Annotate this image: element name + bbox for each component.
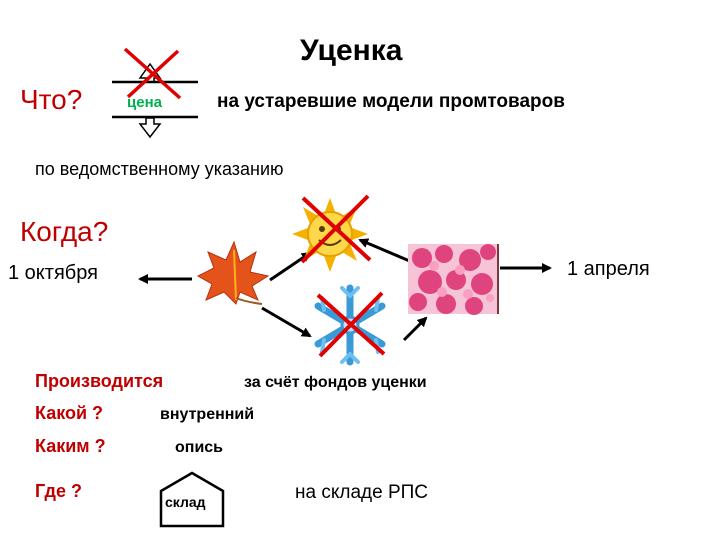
sun-cross-icon: [300, 194, 372, 264]
price-cross-icon: [123, 47, 182, 100]
autumn-leaf-icon: [196, 240, 270, 305]
how-value: опись: [175, 439, 224, 456]
kind-value: внутренний: [160, 406, 255, 423]
kind-label: Какой ?: [35, 403, 104, 423]
where-value: на складе РПС: [295, 482, 428, 503]
question-what: Что?: [20, 84, 83, 115]
by-dept-text: по ведомственному указанию: [35, 159, 284, 179]
date-october: 1 октября: [8, 262, 98, 284]
how-label: Каким ?: [35, 436, 106, 456]
where-label: Где ?: [35, 481, 82, 501]
question-when: Когда?: [20, 216, 109, 247]
blossom-icon: [408, 244, 499, 315]
arrow-blossom-to-sun: [358, 238, 413, 264]
warehouse-shape: [159, 471, 225, 528]
models-text: на устаревшие модели промтоваров: [217, 91, 565, 112]
snowflake-cross-icon: [316, 291, 386, 358]
price-down-arrow-icon: [138, 117, 162, 139]
page-title: Уценка: [300, 34, 403, 67]
produced-label: Производится: [35, 371, 164, 391]
arrow-leaf-to-sun: [269, 251, 312, 282]
price-label: цена: [127, 94, 162, 111]
produced-value: за счёт фондов уценки: [244, 374, 427, 391]
date-april: 1 апреля: [567, 258, 650, 280]
arrow-leaf-to-snow: [261, 306, 312, 338]
arrow-snow-to-blossom: [402, 316, 428, 342]
warehouse-label: склад: [165, 494, 206, 510]
